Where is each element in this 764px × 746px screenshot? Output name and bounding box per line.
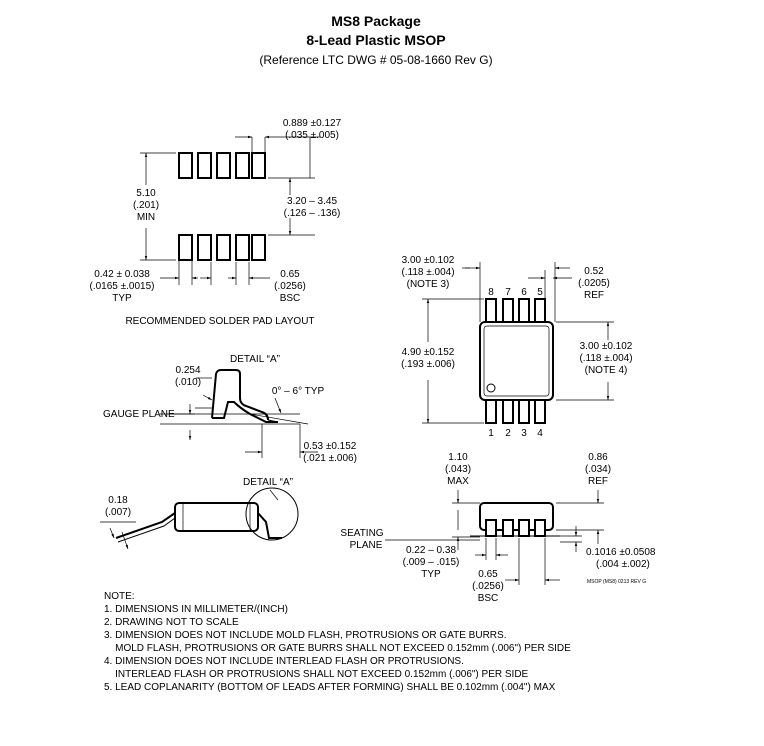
ev-pitch-bsc: BSC [478,593,499,604]
package-body [479,321,554,401]
notes-heading: NOTE: [104,591,135,602]
span-mm: 5.10 [136,188,156,199]
detail-a-callout-icon [245,487,299,541]
pin-5: 5 [537,287,543,298]
top-view-leads-bottom [485,399,546,424]
solder-pad-caption: RECOMMENDED SOLDER PAD LAYOUT [125,316,314,327]
span-inch: (.201) [133,200,159,211]
seating-label-2: PLANE [350,540,383,551]
ev-standoff-mm: 0.1016 ±0.0508 [586,547,656,558]
detail-angle: 0° – 6° TYP [272,386,325,397]
ev-lead-w-mm: 0.22 – 0.38 [406,545,456,556]
gauge-plane-label: GAUGE PLANE [103,409,175,420]
pin1-marker-icon [486,383,496,393]
pin-3: 3 [521,428,527,439]
ev-standoff-inch: (.004 ±.002) [596,559,650,570]
tv-body-note: (NOTE 4) [585,365,628,376]
inner-inch: (.126 – .136) [284,208,341,219]
ev-pitch-mm: 0.65 [478,569,498,580]
note-line: MOLD FLASH, PROTRUSIONS OR GATE BURRS SH… [104,643,571,654]
detail-lead-thk-inch: (.010) [175,377,201,388]
pad-width-inch: (.035 ±.005) [285,130,339,141]
tv-height-mm: 4.90 ±0.152 [402,347,455,358]
note-line: 1. DIMENSIONS IN MILLIMETER/(INCH) [104,604,288,615]
note-line: 4. DIMENSION DOES NOT INCLUDE INTERLEAD … [104,656,464,667]
pin-2: 2 [505,428,511,439]
solder-pad-layout: 0.889 ±0.127 (.035 ±.005) 5.10 (.201) MI… [90,118,342,327]
pad-width-mm: 0.889 ±0.127 [283,118,342,129]
pin-1: 1 [488,428,494,439]
ev-lead-w-inch: (.009 – .015) [403,557,460,568]
ev-lead-w-typ: TYP [421,569,441,580]
note-line: 5. LEAD COPLANARITY (BOTTOM OF LEADS AFT… [104,682,556,693]
ev-ref-inch: (.034) [585,464,611,475]
detail-a: 0.254 (.010) DETAIL “A” 0° – 6° TYP GAUG… [103,354,357,464]
ev-ref-mm: 0.86 [588,452,608,463]
tv-body-mm: 3.00 ±0.102 [580,341,633,352]
note-line: 2. DRAWING NOT TO SCALE [104,617,239,628]
solder-pads-bottom [178,234,266,261]
end-view: 1.10 (.043) MAX 0.86 (.034) REF SEATING … [340,452,655,604]
pitch-inch: (.0256) [274,281,306,292]
span-min: MIN [137,212,155,223]
tv-ref-mm: 0.52 [584,266,604,277]
note-line: 3. DIMENSION DOES NOT INCLUDE MOLD FLASH… [104,630,506,641]
ev-height-mm: 1.10 [448,452,468,463]
pitch-mm: 0.65 [280,269,300,280]
tv-width-inch: (.118 ±.004) [401,267,454,278]
title-package: MS8 Package [331,13,421,29]
detail-foot-mm: 0.53 ±0.152 [304,441,357,452]
pin-7: 7 [505,287,511,298]
tv-ref-ref: REF [584,290,604,301]
title-description: 8-Lead Plastic MSOP [306,32,445,48]
notes: NOTE: 1. DIMENSIONS IN MILLIMETER/(INCH)… [104,591,571,693]
inner-mm: 3.20 – 3.45 [287,196,337,207]
top-view-leads-top [485,298,546,323]
tv-width-note: (NOTE 3) [407,279,450,290]
title-reference: (Reference LTC DWG # 05-08-1660 Rev G) [259,53,492,67]
tv-ref-inch: (.0205) [578,278,610,289]
ev-pitch-inch: (.0256) [472,581,504,592]
ev-height-inch: (.043) [445,464,471,475]
seating-label-1: SEATING [340,528,383,539]
pin-4: 4 [537,428,543,439]
pin-6: 6 [521,287,527,298]
tv-body-inch: (.118 ±.004) [579,353,632,364]
pin-8: 8 [488,287,494,298]
lead-width-inch: (.0165 ±.0015) [90,281,155,292]
tv-height-inch: (.193 ±.006) [401,359,455,370]
top-view: 8 7 6 5 1 2 3 4 3.00 ±0.102 (.118 ±.004)… [401,255,633,439]
side-detail-label: DETAIL “A” [243,477,293,488]
pitch-bsc: BSC [280,293,301,304]
side-view-body [174,502,259,532]
ev-height-max: MAX [447,476,469,487]
detail-lead-thk-mm: 0.254 [175,365,200,376]
detail-a-label: DETAIL “A” [230,354,280,365]
ev-ref-ref: REF [588,476,608,487]
lead-width-typ: TYP [112,293,132,304]
drawing-code: MSOP (MS8) 0213 REV G [587,579,646,585]
lead-width-mm: 0.42 ± 0.038 [94,269,150,280]
side-lead-thk-inch: (.007) [105,507,131,518]
detail-foot-inch: (.021 ±.006) [303,453,357,464]
tv-width-mm: 3.00 ±0.102 [402,255,455,266]
solder-pads-top [178,152,266,179]
side-view: DETAIL “A” 0.18 (.007) [100,477,299,550]
side-lead-thk-mm: 0.18 [108,495,128,506]
note-line: INTERLEAD FLASH OR PROTRUSIONS SHALL NOT… [104,669,529,680]
